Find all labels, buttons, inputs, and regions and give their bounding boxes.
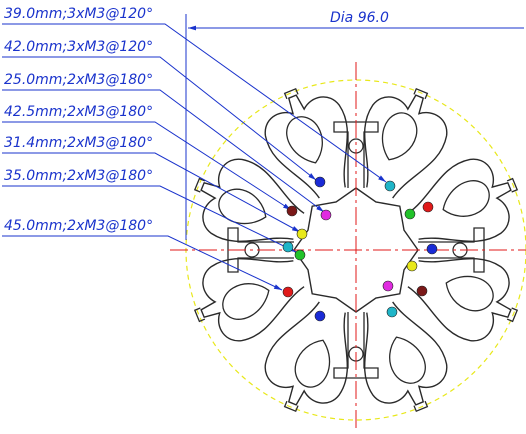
profile-petal [407,258,519,342]
profile-petal [264,301,348,413]
mounting-hole [406,260,418,272]
petal-slot [381,112,418,161]
mounting-hole [416,285,428,297]
profile-petal [264,87,348,199]
leader-line-7 [2,235,283,291]
petal-slot [442,180,490,217]
leader-line-4 [2,121,292,211]
mounting-hole [296,228,308,240]
petal-tab [506,307,519,323]
petal-outline [407,258,512,342]
centerlines [170,62,526,432]
petal-slot [389,336,426,384]
profile-petal [193,258,305,342]
profile-petal [193,158,305,242]
mounting-hole [294,249,306,261]
annotation-label: 31.4mm;2xM3@180° [4,135,153,151]
mounting-hole [426,243,438,255]
arm-outline [333,312,379,379]
mounting-hole [386,306,398,318]
mounting-hole [282,241,294,253]
leader-line-6 [2,185,297,253]
diameter-dimension: Dia 96.0 [185,10,524,240]
annotation-label: 42.5mm;2xM3@180° [4,104,153,120]
petal-outline [200,158,305,242]
mounting-holes [282,176,438,322]
leader-line-1 [2,23,387,183]
petal-tab [413,400,429,413]
annotation-label: 39.0mm;3xM3@120° [4,6,153,22]
petal-outline [364,94,448,199]
petal-tab [283,400,299,413]
petal-outline [264,94,348,199]
mounting-hole [382,280,394,292]
mounting-hole [314,176,326,188]
petal-outline [407,158,512,242]
profile-petal [364,301,448,413]
leader-line-3 [2,89,325,213]
petal-outline [200,258,305,342]
profile-petal [407,158,519,242]
petal-slot [218,188,267,225]
leader-lines [2,23,387,291]
petal-tab [193,177,206,193]
hole-annotations: 39.0mm;3xM3@120° 42.0mm;3xM3@120° 25.0mm… [4,6,153,234]
petal-tab [193,307,206,323]
petal-slot [286,116,323,164]
mounting-hole [384,180,396,192]
dimension-label: Dia 96.0 [330,10,389,26]
petal-tab [413,87,429,100]
mounting-hole [320,209,332,221]
leader-line-2 [2,56,317,181]
mounting-hole [282,286,294,298]
mounting-hole [286,205,298,217]
petal-outline [264,301,348,406]
annotation-label: 42.0mm;3xM3@120° [4,39,153,55]
leader-line-5 [2,152,301,233]
annotation-label: 45.0mm;2xM3@180° [4,218,153,234]
petal-slot [294,339,331,388]
annotation-label: 25.0mm;2xM3@180° [4,72,153,88]
annotation-label: 35.0mm;2xM3@180° [4,168,153,184]
mounting-hole [404,208,416,220]
profile-petal [364,87,448,199]
petal-slot [222,283,270,320]
petal-outline [364,301,448,406]
petal-slot [445,275,494,312]
mounting-hole [314,310,326,322]
extrusion-profile [193,87,519,413]
petal-tab [283,87,299,100]
petal-tab [506,177,519,193]
mounting-hole [422,201,434,213]
